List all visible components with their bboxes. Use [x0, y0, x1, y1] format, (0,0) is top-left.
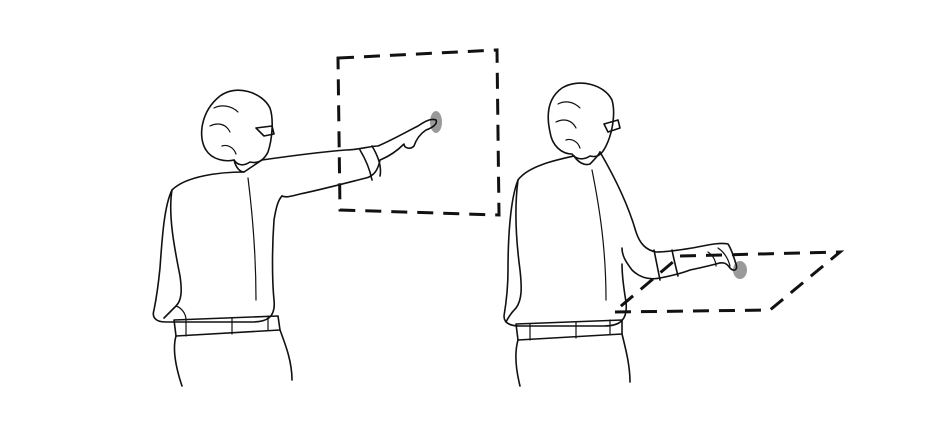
head [200, 89, 273, 166]
glasses-icon [255, 125, 275, 137]
arm-back [163, 189, 182, 319]
horizontal-surface-outline [609, 250, 845, 314]
shirt-seam [591, 169, 607, 301]
person-left [152, 89, 438, 387]
torso [152, 171, 283, 323]
head [547, 82, 615, 160]
trousers [515, 333, 631, 387]
arm-back-cuff [175, 305, 187, 321]
belt [515, 319, 623, 341]
arm-back [505, 179, 522, 323]
torso [503, 155, 628, 327]
glasses-icon [603, 119, 621, 133]
collar [573, 151, 601, 166]
arm-pointing-cuff [359, 145, 382, 181]
vertical-surface-outline [336, 48, 501, 217]
trousers [173, 329, 293, 387]
arm-reaching [599, 151, 738, 280]
panel-vertical-surface [152, 48, 501, 387]
hair-texture [555, 101, 581, 149]
person-right [503, 82, 738, 387]
panel-horizontal-surface [503, 82, 845, 387]
arm-pointing [261, 118, 438, 198]
hair-texture [209, 105, 239, 155]
shirt-seam [247, 177, 257, 301]
belt [173, 315, 281, 337]
fingers [707, 247, 731, 267]
belt-loops [185, 315, 269, 337]
belt-loops [529, 319, 611, 341]
arm-reaching-cuff [653, 249, 679, 281]
